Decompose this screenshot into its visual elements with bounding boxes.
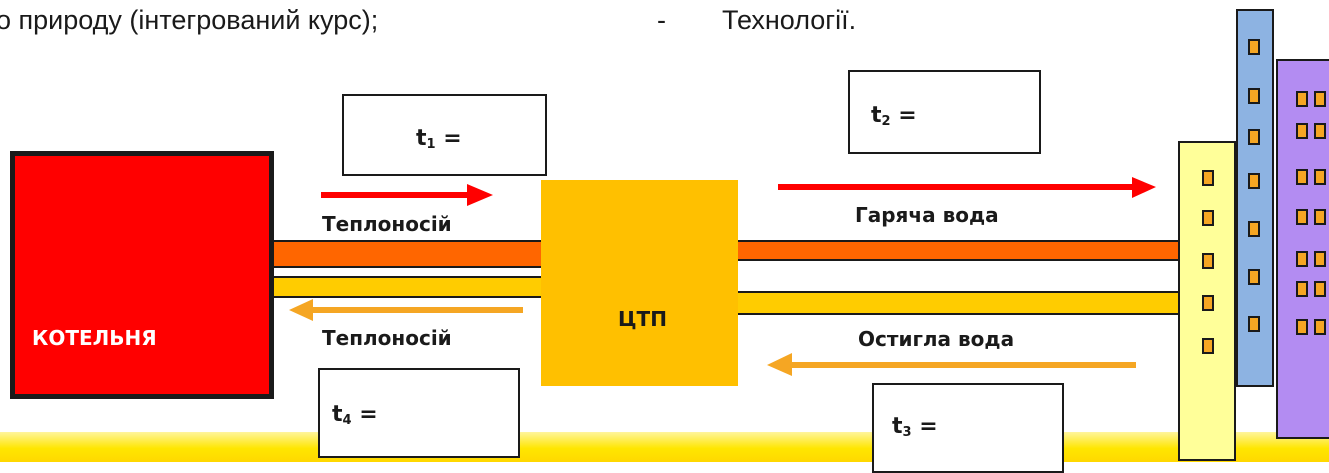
boiler-house: КОТЕЛЬНЯ — [10, 151, 274, 399]
window-icon — [1248, 39, 1260, 55]
window-icon — [1296, 251, 1308, 267]
cooled-water-arrow-icon — [767, 353, 1136, 376]
window-icon — [1248, 88, 1260, 104]
building-yellow — [1178, 141, 1236, 461]
window-icon — [1248, 221, 1260, 237]
boiler-label: КОТЕЛЬНЯ — [32, 326, 157, 350]
window-icon — [1314, 251, 1326, 267]
window-icon — [1202, 253, 1214, 269]
window-icon — [1296, 123, 1308, 139]
cooled-water-pipe — [735, 291, 1181, 315]
flow-arrows — [289, 177, 1156, 376]
window-icon — [1314, 123, 1326, 139]
window-icon — [1248, 269, 1260, 285]
window-icon — [1248, 173, 1260, 189]
window-icon — [1314, 319, 1326, 335]
window-icon — [1202, 338, 1214, 354]
window-icon — [1314, 209, 1326, 225]
building-purple — [1276, 59, 1329, 439]
coolant-return-label: Теплоносій — [322, 326, 452, 350]
window-icon — [1202, 170, 1214, 186]
window-icon — [1248, 129, 1260, 145]
supply-arrow-icon — [321, 184, 493, 206]
building-blue — [1236, 9, 1274, 387]
t4-label: t4 = — [332, 402, 378, 428]
window-icon — [1296, 281, 1308, 297]
t2-box: t2 = — [848, 70, 1041, 154]
window-icon — [1202, 210, 1214, 226]
hot-water-label: Гаряча вода — [855, 203, 999, 227]
coolant-supply-label: Теплоносій — [322, 212, 452, 236]
window-icon — [1296, 169, 1308, 185]
t1-box: t1 = — [342, 94, 547, 176]
window-icon — [1314, 281, 1326, 297]
return-arrow-icon — [289, 299, 523, 321]
ground-band — [0, 432, 1329, 462]
window-icon — [1314, 169, 1326, 185]
window-icon — [1248, 316, 1260, 332]
cooled-water-label: Остигла вода — [858, 327, 1015, 351]
t3-label: t3 = — [892, 414, 938, 440]
header-right-text: Технології. — [722, 5, 857, 35]
header-dash: - — [657, 5, 666, 35]
window-icon — [1296, 209, 1308, 225]
hot-water-arrow-icon — [778, 177, 1156, 198]
ctp-station: ЦТП — [541, 180, 738, 386]
t4-box: t4 = — [318, 368, 520, 458]
window-icon — [1296, 91, 1308, 107]
ctp-label: ЦТП — [618, 307, 667, 331]
window-icon — [1314, 91, 1326, 107]
header-left-text: о природу (інтегрований курс); — [0, 5, 379, 35]
window-icon — [1202, 295, 1214, 311]
t2-label: t2 = — [871, 103, 917, 129]
t1-label: t1 = — [416, 126, 462, 152]
t3-box: t3 = — [872, 383, 1064, 473]
window-icon — [1296, 319, 1308, 335]
